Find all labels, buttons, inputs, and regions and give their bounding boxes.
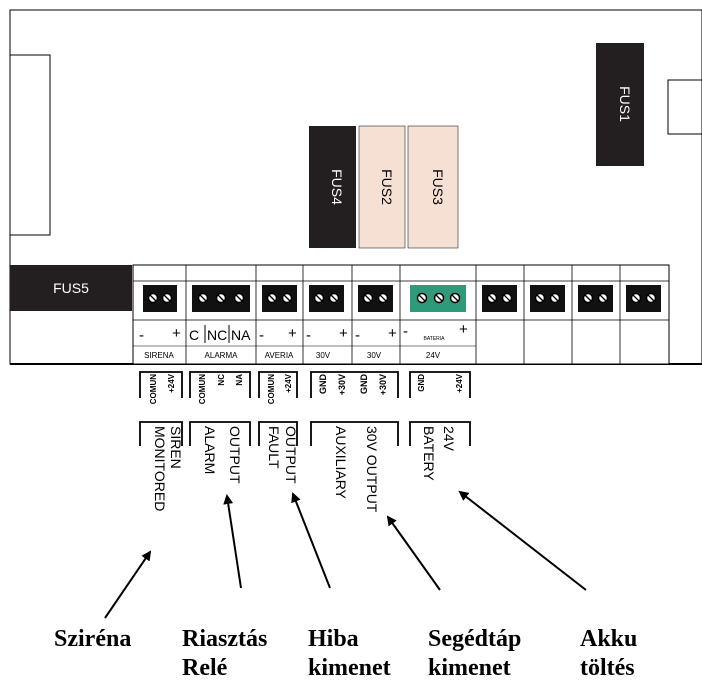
arrow-riasztas — [223, 494, 242, 589]
aux-output-line1: AUXILIARY — [333, 426, 349, 500]
fault-output-line1: FAULT — [266, 426, 282, 469]
terminal-block-30v-a — [309, 285, 344, 312]
bat-output-line1: BATERY — [421, 426, 437, 481]
terminal-block-30v-b — [358, 285, 393, 312]
svg-text:FUS3: FUS3 — [430, 169, 446, 205]
siren-comun-label: COMUN — [149, 374, 158, 404]
alarm-output-line2: OUTPUT — [227, 426, 243, 484]
averia-minus: - — [259, 327, 264, 344]
averia-plus: + — [288, 325, 297, 342]
fault-comun-label: COMUN — [267, 374, 276, 404]
right-connector-block — [667, 79, 702, 135]
alarm-nc-label: NC — [217, 374, 226, 386]
terminal-block-spare-3 — [578, 285, 613, 312]
sirena-plus: + — [172, 325, 181, 342]
label-24v: 24V — [426, 351, 441, 360]
terminal-block-bateria — [410, 285, 466, 312]
aux-gnd2-label: GND — [359, 374, 369, 395]
svg-text:FUS5: FUS5 — [53, 280, 89, 296]
sirena-minus: - — [139, 327, 144, 344]
caption-akku: Akku töltés — [580, 626, 638, 681]
alarma-na: NA — [231, 327, 251, 343]
caption-sirena: Sziréna — [54, 626, 132, 652]
bateria-plus: + — [459, 321, 468, 338]
terminal-block-alarma — [192, 285, 250, 312]
connector-brackets — [139, 371, 471, 446]
aux-gnd1-label: GND — [318, 374, 328, 395]
fault-24v-label: +24V — [284, 373, 293, 393]
label-sirena: SIRENA — [144, 351, 174, 360]
alarma-nc: NC — [207, 327, 227, 343]
alarma-c: C — [189, 327, 199, 343]
bat-output-line2: 24V — [441, 426, 457, 452]
v30b-minus: - — [355, 327, 360, 344]
fault-output-line2: OUTPUT — [283, 426, 299, 484]
connector-pin-labels: COMUN +24V COMUN NC NA COMUN +24V GND +3… — [149, 373, 464, 404]
arrow-segedtap — [386, 515, 441, 591]
alarm-na-label: NA — [235, 374, 244, 386]
aux-30v2-label: +30V — [378, 374, 388, 395]
terminal-strip — [132, 264, 670, 365]
arrow-akku — [458, 490, 587, 591]
siren-output-line1: MONITORED — [152, 426, 168, 511]
arrow-sirena — [104, 550, 152, 619]
label-averia: AVERIA — [265, 351, 294, 360]
svg-text:FUS2: FUS2 — [379, 169, 395, 205]
fuse-fus2: FUS2 — [358, 125, 406, 249]
caption-riasztas: Riasztás Relé — [182, 626, 268, 681]
aux-30v1-label: +30V — [337, 374, 347, 395]
fuse-fus4: FUS4 — [309, 126, 356, 248]
v30a-plus: + — [339, 325, 348, 342]
fuse-fus3: FUS3 — [407, 125, 459, 249]
left-connector-block — [9, 54, 51, 236]
terminal-pin-labels: - + C NC NA - + - + - + - + — [139, 321, 468, 344]
terminal-block-averia — [262, 285, 297, 312]
aux-output-line2: 30V OUTPUT — [364, 426, 380, 513]
pointer-arrows — [104, 490, 587, 619]
v30a-minus: - — [306, 327, 311, 344]
terminal-block-spare-2 — [530, 285, 565, 312]
terminal-block-spare-1 — [482, 285, 517, 312]
bat-24v-label: +24V — [455, 373, 464, 393]
siren-output-line2: SIREN — [168, 426, 184, 469]
terminal-group-labels: SIRENA ALARMA AVERIA 30V 30V BATERIA 24V — [144, 336, 445, 360]
output-labels: MONITORED SIREN ALARM OUTPUT FAULT OUTPU… — [152, 426, 457, 513]
bateria-minus: - — [403, 323, 408, 340]
fuse-fus5: FUS5 — [10, 265, 132, 311]
label-alarma: ALARMA — [205, 351, 239, 360]
caption-hiba: Hiba kimenet — [308, 626, 391, 681]
label-bateria: BATERIA — [423, 336, 445, 342]
label-30v-b: 30V — [367, 351, 382, 360]
siren-24v-label: +24V — [167, 373, 176, 393]
alarm-output-line1: ALARM — [202, 426, 218, 474]
alarm-comun-label: COMUN — [198, 374, 207, 404]
fuse-fus1: FUS1 — [596, 43, 644, 166]
v30b-plus: + — [388, 325, 397, 342]
terminal-block-sirena — [143, 285, 177, 312]
svg-text:FUS4: FUS4 — [329, 169, 345, 205]
terminal-block-spare-4 — [626, 285, 661, 312]
caption-segedtap: Segédtáp kimenet — [428, 626, 522, 681]
bat-gnd-label: GND — [417, 374, 426, 392]
arrow-hiba — [291, 492, 331, 589]
label-30v-a: 30V — [316, 351, 331, 360]
svg-text:FUS1: FUS1 — [617, 86, 633, 122]
